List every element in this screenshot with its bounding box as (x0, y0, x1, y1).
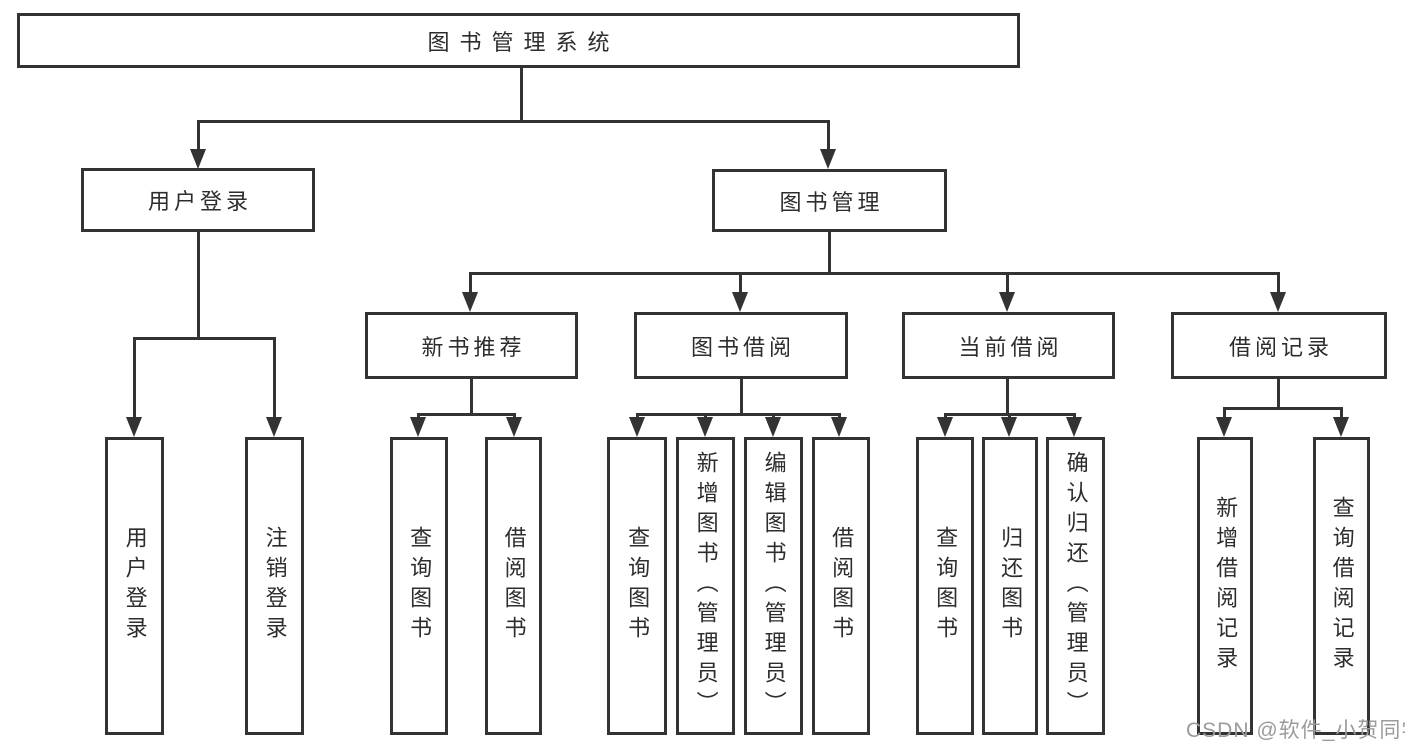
connector-line (520, 68, 523, 121)
arrowhead-icon (999, 292, 1015, 312)
connector-line (133, 337, 136, 417)
connector-line (739, 272, 742, 292)
leaf-logout-label: 注销登录 (262, 526, 288, 646)
leaf-query-borrow-record-label: 查询借阅记录 (1329, 496, 1355, 676)
connector-line (1006, 272, 1009, 292)
leaf-add-borrow-record-label: 新增借阅记录 (1213, 496, 1239, 676)
node-book-management-label: 图书管理 (779, 189, 884, 215)
arrowhead-icon (629, 417, 645, 437)
connector-line (417, 413, 420, 419)
arrowhead-icon (937, 417, 953, 437)
arrowhead-icon (820, 149, 836, 169)
connector-line (1073, 413, 1076, 419)
leaf-return-books: 归还图书 (982, 437, 1038, 735)
leaf-add-borrow-record: 新增借阅记录 (1197, 437, 1253, 735)
connector-line (469, 272, 472, 292)
leaf-query-books-3: 查询图书 (916, 437, 974, 735)
arrowhead-icon (190, 149, 206, 169)
leaf-edit-books-admin: 编辑图书（管理员） (744, 437, 803, 735)
connector-line (828, 232, 831, 272)
connector-line (1006, 378, 1009, 413)
connector-line (636, 413, 841, 416)
node-book-borrowing: 图书借阅 (634, 312, 848, 379)
leaf-query-books-1-label: 查询图书 (407, 526, 433, 646)
arrowhead-icon (1066, 417, 1082, 437)
node-current-borrowing: 当前借阅 (902, 312, 1115, 379)
leaf-query-books-2: 查询图书 (607, 437, 667, 735)
arrowhead-icon (831, 417, 847, 437)
leaf-user-login: 用户登录 (105, 437, 164, 735)
node-book-management: 图书管理 (712, 169, 947, 232)
leaf-query-books-2-label: 查询图书 (625, 526, 651, 646)
leaf-query-borrow-record: 查询借阅记录 (1313, 437, 1370, 735)
node-borrowing-records: 借阅记录 (1171, 312, 1387, 379)
connector-line (1008, 413, 1011, 419)
connector-line (197, 120, 830, 123)
node-new-book-recommend-label: 新书推荐 (421, 334, 526, 360)
connector-line (1277, 272, 1280, 292)
arrowhead-icon (697, 417, 713, 437)
connector-line (827, 120, 830, 149)
connector-line (740, 379, 743, 413)
arrowhead-icon (126, 417, 142, 437)
arrowhead-icon (462, 292, 478, 312)
node-borrowing-records-label: 借阅记录 (1228, 334, 1333, 360)
arrowhead-icon (1216, 417, 1232, 437)
csdn-watermark: CSDN @软件_小贺同学 (1186, 719, 1405, 742)
connector-line (704, 413, 707, 419)
leaf-borrow-books-2: 借阅图书 (812, 437, 870, 735)
arrowhead-icon (410, 417, 426, 437)
connector-line (772, 413, 775, 419)
node-new-book-recommend: 新书推荐 (365, 312, 578, 379)
leaf-borrow-books-2-label: 借阅图书 (829, 526, 855, 646)
connector-line (469, 272, 1280, 275)
leaf-borrow-books-1-label: 借阅图书 (501, 526, 527, 646)
leaf-query-books-3-label: 查询图书 (933, 526, 959, 646)
connector-line (1340, 407, 1343, 419)
connector-line (1223, 407, 1343, 410)
connector-line (273, 337, 276, 417)
arrowhead-icon (1333, 417, 1349, 437)
connector-line (1223, 407, 1226, 419)
leaf-add-books-admin: 新增图书（管理员） (676, 437, 735, 735)
connector-line (417, 413, 516, 416)
connector-line (944, 413, 947, 419)
node-book-borrowing-label: 图书借阅 (690, 334, 795, 360)
arrowhead-icon (506, 417, 522, 437)
leaf-query-books-1: 查询图书 (390, 437, 448, 735)
leaf-add-books-admin-label: 新增图书（管理员） (693, 451, 719, 721)
connector-line (636, 413, 639, 419)
connector-line (197, 232, 200, 337)
arrowhead-icon (266, 417, 282, 437)
node-root-label: 图书管理系统 (427, 29, 620, 55)
arrowhead-icon (1270, 292, 1286, 312)
leaf-borrow-books-1: 借阅图书 (485, 437, 542, 735)
leaf-return-books-label: 归还图书 (998, 526, 1024, 646)
leaf-edit-books-admin-label: 编辑图书（管理员） (761, 451, 787, 721)
arrowhead-icon (1001, 417, 1017, 437)
arrowhead-icon (732, 292, 748, 312)
node-current-borrowing-label: 当前借阅 (958, 334, 1063, 360)
node-user-login-label: 用户登录 (147, 189, 252, 214)
leaf-user-login-label: 用户登录 (122, 526, 148, 646)
leaf-confirm-return-admin: 确认归还（管理员） (1046, 437, 1105, 735)
connector-line (197, 120, 200, 149)
connector-line (838, 413, 841, 419)
connector-line (470, 379, 473, 413)
leaf-logout: 注销登录 (245, 437, 304, 735)
node-root: 图书管理系统 (17, 13, 1020, 68)
connector-line (1277, 379, 1280, 407)
node-user-login: 用户登录 (81, 168, 315, 232)
arrowhead-icon (765, 417, 781, 437)
connector-line (133, 337, 276, 340)
leaf-confirm-return-admin-label: 确认归还（管理员） (1063, 451, 1089, 721)
connector-line (513, 413, 516, 419)
